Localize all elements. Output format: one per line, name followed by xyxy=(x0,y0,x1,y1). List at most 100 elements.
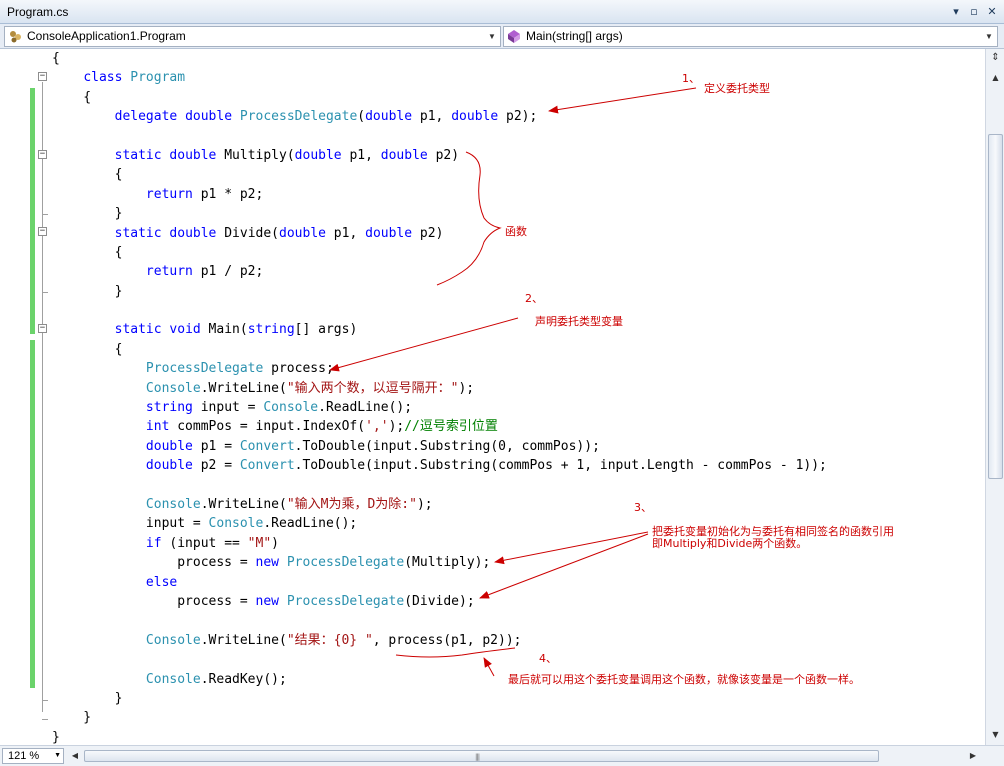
chevron-down-icon[interactable]: ▼ xyxy=(54,752,61,759)
code-token xyxy=(52,381,146,396)
code-token: return xyxy=(145,264,193,280)
code-line[interactable] xyxy=(52,301,827,320)
code-token: .ReadLine(); xyxy=(263,516,358,532)
code-token: Console xyxy=(145,671,201,687)
dropdown-icon[interactable]: ▾ xyxy=(953,5,959,18)
code-token: ProcessDelegate xyxy=(239,109,358,125)
scroll-left-icon[interactable]: ◀ xyxy=(71,751,79,760)
code-token: (Divide); xyxy=(404,593,475,609)
code-token: process; xyxy=(263,361,334,377)
chevron-down-icon[interactable]: ▼ xyxy=(985,32,993,41)
code-line[interactable]: { xyxy=(52,88,827,107)
code-token: class xyxy=(83,70,123,86)
code-line[interactable]: Console.WriteLine("输入两个数，以逗号隔开："); xyxy=(52,379,827,398)
code-token: delegate xyxy=(114,109,178,125)
code-line[interactable] xyxy=(52,650,827,669)
code-line[interactable] xyxy=(52,127,827,146)
code-token xyxy=(52,575,146,590)
code-line[interactable]: } xyxy=(52,204,827,223)
collapse-main-icon[interactable]: − xyxy=(38,323,47,333)
collapse-multiply-icon[interactable]: − xyxy=(38,149,47,159)
code-line[interactable]: return p1 * p2; xyxy=(52,185,827,204)
code-token: double xyxy=(294,147,342,163)
code-token: Console xyxy=(145,496,201,512)
code-line[interactable]: } xyxy=(52,728,827,745)
splitter-icon[interactable]: ⇕ xyxy=(991,52,1000,63)
code-line[interactable]: double p1 = Convert.ToDouble(input.Subst… xyxy=(52,437,827,456)
code-token: string xyxy=(247,322,295,338)
scroll-right-icon[interactable]: ▶ xyxy=(969,751,977,760)
code-token: double xyxy=(145,438,193,454)
code-token: string xyxy=(145,400,193,416)
collapse-class-icon[interactable]: − xyxy=(38,71,47,81)
collapse-divide-icon[interactable]: − xyxy=(38,226,47,236)
code-token: static xyxy=(114,147,162,163)
code-line[interactable]: { xyxy=(52,340,827,359)
horizontal-scroll-thumb[interactable]: ||| xyxy=(84,750,879,762)
code-token: Program xyxy=(130,70,186,86)
code-text[interactable]: { class Program { delegate double Proces… xyxy=(52,49,827,745)
code-line[interactable]: Console.ReadKey(); xyxy=(52,670,827,689)
annotation-functions: 函数 xyxy=(505,225,527,238)
code-line[interactable]: return p1 / p2; xyxy=(52,262,827,281)
code-line[interactable]: int commPos = input.IndexOf(',');//逗号索引位… xyxy=(52,417,827,436)
member-combo[interactable]: Main(string[] args) ▼ xyxy=(503,26,998,47)
code-token: (Multiply); xyxy=(404,555,491,571)
code-line[interactable]: static double Multiply(double p1, double… xyxy=(52,146,827,165)
outline-end xyxy=(42,719,48,720)
grip-icon: ||| xyxy=(475,753,480,761)
zoom-value: 121 % xyxy=(8,750,40,762)
code-line[interactable]: { xyxy=(52,165,827,184)
close-icon[interactable]: ✕ xyxy=(987,5,997,18)
vertical-scroll-thumb[interactable] xyxy=(988,134,1003,479)
scroll-down-icon[interactable]: ▼ xyxy=(992,730,999,739)
code-editor[interactable]: − − − − { class Program { delegate doubl… xyxy=(0,49,985,745)
code-line[interactable] xyxy=(52,476,827,495)
code-token xyxy=(52,226,115,241)
code-line[interactable]: delegate double ProcessDelegate(double p… xyxy=(52,107,827,126)
code-token: , process(p1, p2)); xyxy=(372,632,522,648)
code-line[interactable]: } xyxy=(52,282,827,301)
code-token: double xyxy=(145,458,193,474)
code-line[interactable]: Console.WriteLine("结果：{0} ", process(p1,… xyxy=(52,631,827,650)
code-line[interactable]: Console.WriteLine("输入M为乘，D为除:"); xyxy=(52,495,827,514)
code-token: Console xyxy=(145,632,201,648)
zoom-combo[interactable]: 121 % ▼ xyxy=(2,748,64,764)
code-line[interactable]: { xyxy=(52,49,827,68)
code-line[interactable]: } xyxy=(52,689,827,708)
code-token xyxy=(52,458,146,473)
code-token: double xyxy=(169,147,217,163)
annotation-2-text: 声明委托类型变量 xyxy=(535,315,623,328)
chevron-down-icon[interactable]: ▼ xyxy=(488,32,496,41)
code-token: ); xyxy=(388,419,405,435)
code-line[interactable]: process = new ProcessDelegate(Divide); xyxy=(52,592,827,611)
scroll-up-icon[interactable]: ▲ xyxy=(992,73,999,82)
change-bar xyxy=(30,340,35,688)
code-line[interactable]: static double Divide(double p1, double p… xyxy=(52,224,827,243)
code-token: Main( xyxy=(200,322,248,338)
code-token: { xyxy=(52,167,123,183)
restore-icon[interactable]: ▫ xyxy=(970,5,978,18)
vertical-scrollbar[interactable]: ⇕ ▲ ▼ xyxy=(985,49,1004,745)
code-line[interactable]: input = Console.ReadLine(); xyxy=(52,514,827,533)
code-token: .ToDouble(input.Substring(0, commPos)); xyxy=(294,438,600,454)
code-line[interactable]: else xyxy=(52,573,827,592)
code-token: p2 = xyxy=(192,458,240,474)
code-token: process = xyxy=(52,555,256,571)
code-line[interactable]: } xyxy=(52,708,827,727)
code-line[interactable]: static void Main(string[] args) xyxy=(52,320,827,339)
code-line[interactable]: ProcessDelegate process; xyxy=(52,359,827,378)
code-token: Multiply( xyxy=(216,147,295,163)
type-combo[interactable]: ConsoleApplication1.Program ▼ xyxy=(4,26,501,47)
code-line[interactable]: { xyxy=(52,243,827,262)
code-line[interactable] xyxy=(52,611,827,630)
code-token: input = xyxy=(192,400,264,416)
code-token: ) xyxy=(271,535,279,551)
code-line[interactable]: class Program xyxy=(52,68,827,87)
code-token: { xyxy=(52,89,92,105)
code-line[interactable]: if (input == "M") xyxy=(52,534,827,553)
code-line[interactable]: double p2 = Convert.ToDouble(input.Subst… xyxy=(52,456,827,475)
code-line[interactable]: process = new ProcessDelegate(Multiply); xyxy=(52,553,827,572)
code-line[interactable]: string input = Console.ReadLine(); xyxy=(52,398,827,417)
code-token: p1 / p2; xyxy=(192,264,264,280)
